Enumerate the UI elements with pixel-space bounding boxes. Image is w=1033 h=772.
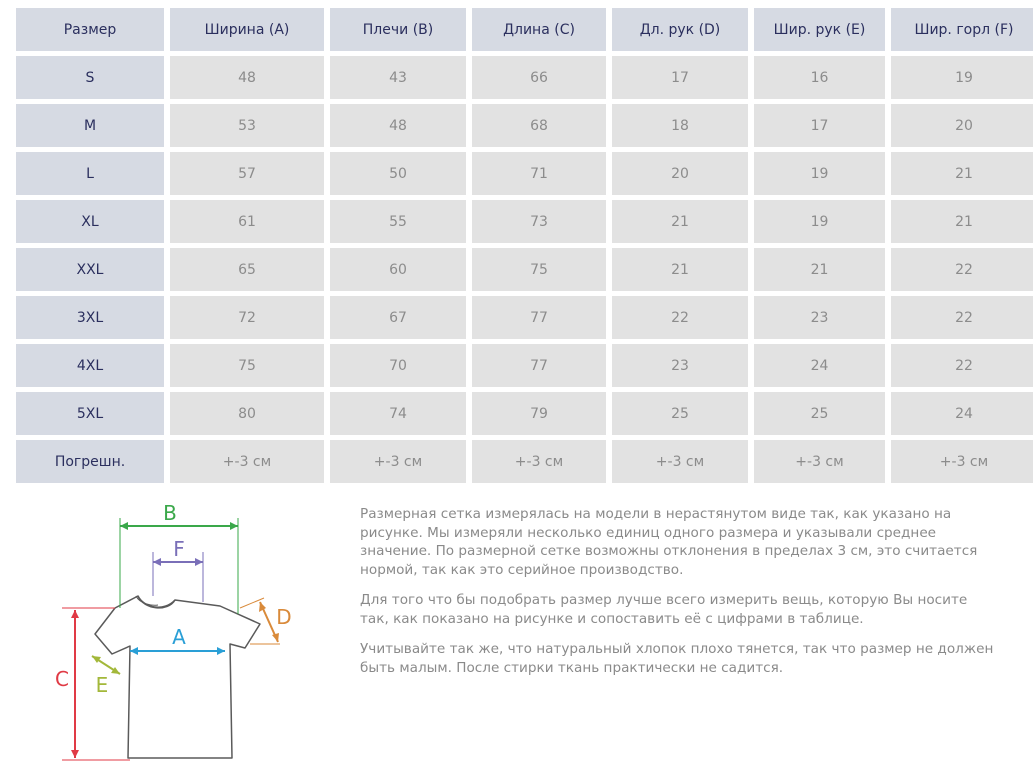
table-cell: 24: [891, 392, 1033, 435]
measure-f: F: [152, 537, 204, 602]
table-cell: 72: [170, 296, 324, 339]
tshirt-outline: [94, 595, 261, 759]
row-header: 5XL: [16, 392, 164, 435]
table-cell: 73: [472, 200, 606, 243]
table-cell: 53: [170, 104, 324, 147]
table-cell: 23: [754, 296, 885, 339]
table-cell: 50: [330, 152, 466, 195]
label-d: D: [276, 605, 291, 629]
table-cell: 48: [330, 104, 466, 147]
table-cell: 57: [170, 152, 324, 195]
table-cell: +-3 см: [330, 440, 466, 483]
column-header: Ширина (A): [170, 8, 324, 51]
table-cell: 17: [754, 104, 885, 147]
column-header: Плечи (B): [330, 8, 466, 51]
column-header: Дл. рук (D): [612, 8, 748, 51]
column-header: Шир. рук (E): [754, 8, 885, 51]
table-cell: 22: [612, 296, 748, 339]
column-header: Шир. горл (F): [891, 8, 1033, 51]
label-a: A: [172, 625, 186, 649]
table-cell: 23: [612, 344, 748, 387]
table-cell: 21: [891, 200, 1033, 243]
label-e: E: [96, 673, 109, 697]
measure-b: B: [119, 501, 239, 614]
label-b: B: [163, 501, 177, 525]
table-cell: 18: [612, 104, 748, 147]
table-cell: 65: [170, 248, 324, 291]
table-cell: 80: [170, 392, 324, 435]
measure-e: E: [91, 655, 121, 697]
table-cell: 48: [170, 56, 324, 99]
tshirt-measurement-diagram: B F A C D E: [55, 501, 292, 761]
row-header: M: [16, 104, 164, 147]
row-header: Погрешн.: [16, 440, 164, 483]
table-cell: 22: [891, 248, 1033, 291]
table-cell: 66: [472, 56, 606, 99]
row-header: S: [16, 56, 164, 99]
note-paragraph: Для того что бы подобрать размер лучше в…: [360, 592, 968, 627]
table-cell: +-3 см: [891, 440, 1033, 483]
row-header: 4XL: [16, 344, 164, 387]
table-cell: 79: [472, 392, 606, 435]
table-cell: 21: [754, 248, 885, 291]
table-cell: 19: [891, 56, 1033, 99]
table-cell: 55: [330, 200, 466, 243]
measure-d: D: [239, 597, 292, 645]
table-cell: 67: [330, 296, 466, 339]
row-header: L: [16, 152, 164, 195]
table-cell: 43: [330, 56, 466, 99]
table-cell: 25: [612, 392, 748, 435]
table-cell: 25: [754, 392, 885, 435]
table-cell: 71: [472, 152, 606, 195]
table-cell: 24: [754, 344, 885, 387]
table-cell: 61: [170, 200, 324, 243]
row-header: XL: [16, 200, 164, 243]
table-cell: 68: [472, 104, 606, 147]
column-header: Размер: [16, 8, 164, 51]
table-cell: +-3 см: [170, 440, 324, 483]
table-cell: 20: [891, 104, 1033, 147]
measure-c: C: [55, 607, 130, 761]
table-cell: 20: [612, 152, 748, 195]
table-cell: 75: [472, 248, 606, 291]
tshirt-collar: [137, 595, 176, 609]
row-header: 3XL: [16, 296, 164, 339]
label-f: F: [173, 537, 185, 561]
table-cell: 22: [891, 296, 1033, 339]
table-cell: 21: [891, 152, 1033, 195]
note-paragraph: Учитывайте так же, что натуральный хлопо…: [360, 641, 994, 676]
row-header: XXL: [16, 248, 164, 291]
size-notes: Размерная сетка измерялась на модели в н…: [360, 505, 1000, 689]
label-c: C: [55, 667, 69, 691]
table-cell: 75: [170, 344, 324, 387]
table-cell: 22: [891, 344, 1033, 387]
table-cell: 19: [754, 200, 885, 243]
table-cell: +-3 см: [754, 440, 885, 483]
table-cell: +-3 см: [472, 440, 606, 483]
table-cell: 74: [330, 392, 466, 435]
table-cell: 19: [754, 152, 885, 195]
table-cell: 77: [472, 296, 606, 339]
table-cell: 16: [754, 56, 885, 99]
table-cell: 60: [330, 248, 466, 291]
table-cell: 21: [612, 200, 748, 243]
table-cell: +-3 см: [612, 440, 748, 483]
measure-a: A: [130, 625, 225, 655]
table-cell: 21: [612, 248, 748, 291]
column-header: Длина (C): [472, 8, 606, 51]
table-cell: 17: [612, 56, 748, 99]
note-paragraph: Размерная сетка измерялась на модели в н…: [360, 506, 978, 578]
table-cell: 70: [330, 344, 466, 387]
table-cell: 77: [472, 344, 606, 387]
